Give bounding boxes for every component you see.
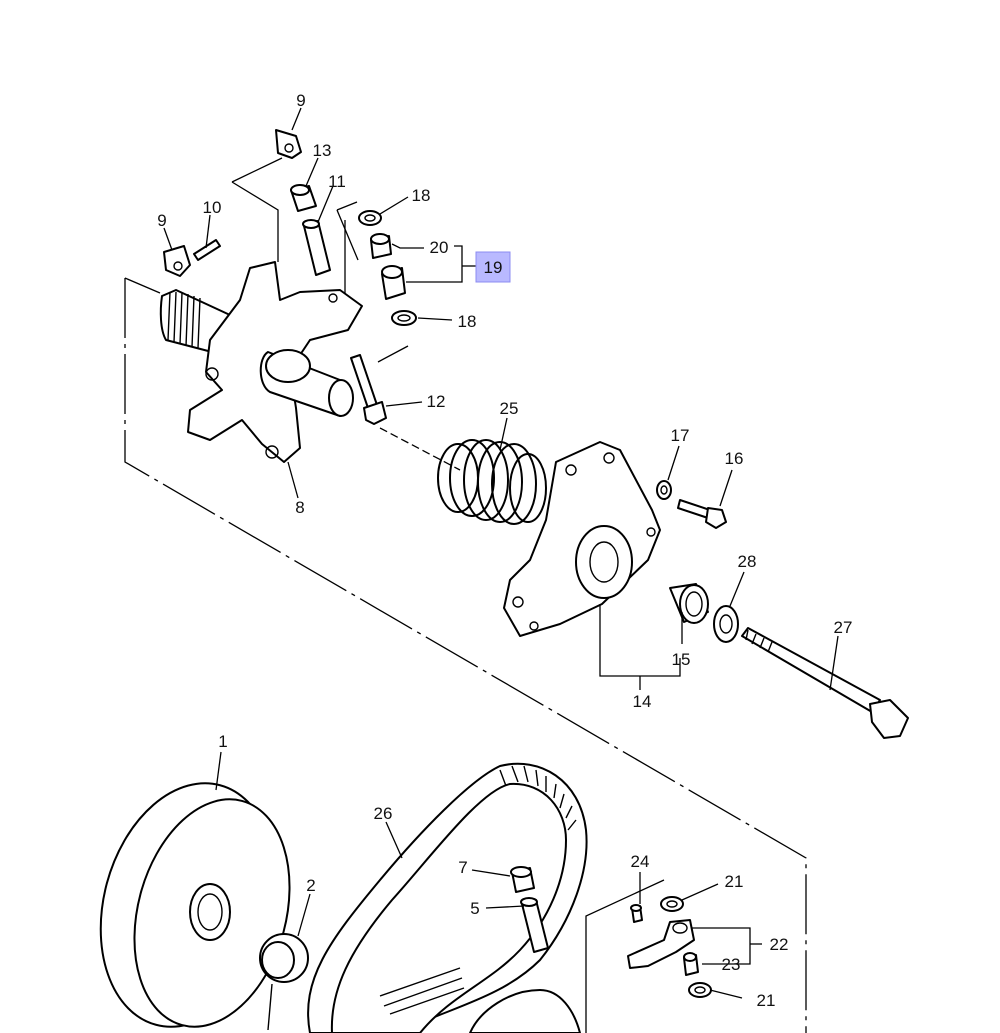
highlight-box-19: [475, 251, 511, 283]
part-18-lower-washer[interactable]: [391, 310, 417, 326]
label-17[interactable]: 17: [671, 426, 690, 445]
label-23[interactable]: 23: [722, 955, 741, 974]
label-26[interactable]: 26: [374, 804, 393, 823]
part-7-nut[interactable]: [510, 866, 535, 893]
label-19[interactable]: 19: [484, 258, 503, 277]
part-25-spring[interactable]: [437, 439, 547, 525]
label-21-top[interactable]: 21: [725, 872, 744, 891]
part-labels: 9 13 11 10 9 18 20 19 18 12 25 8 17 16 2…: [157, 91, 852, 1010]
part-17-washer[interactable]: [656, 480, 672, 500]
part-20-bushing[interactable]: [370, 233, 392, 259]
part-19-roller[interactable]: [381, 265, 406, 300]
label-13[interactable]: 13: [313, 141, 332, 160]
part-9-upper-clip[interactable]: [275, 129, 302, 159]
label-2[interactable]: 2: [306, 876, 315, 895]
part-15-collar[interactable]: [669, 583, 709, 624]
label-11[interactable]: 11: [328, 172, 346, 191]
part-24-pin[interactable]: [630, 904, 643, 923]
label-15[interactable]: 15: [672, 650, 691, 669]
part-23-bushing[interactable]: [683, 952, 699, 976]
label-27[interactable]: 27: [834, 618, 853, 637]
part-18-upper-washer[interactable]: [358, 210, 382, 226]
label-14[interactable]: 14: [633, 692, 652, 711]
label-5[interactable]: 5: [470, 899, 479, 918]
leader-lines: [163, 107, 839, 1033]
part-5-pin[interactable]: [520, 897, 549, 953]
part-12-bolt[interactable]: [350, 354, 387, 425]
label-7[interactable]: 7: [458, 858, 467, 877]
label-22[interactable]: 22: [770, 935, 789, 954]
label-25[interactable]: 25: [500, 399, 519, 418]
label-8[interactable]: 8: [295, 498, 304, 517]
label-28[interactable]: 28: [738, 552, 757, 571]
part-21-lower-washer[interactable]: [688, 982, 712, 998]
part-16-bolt[interactable]: [677, 499, 727, 529]
part-14-cover[interactable]: [503, 441, 661, 637]
label-18-bottom[interactable]: 18: [458, 312, 477, 331]
part-2-bushing[interactable]: [259, 933, 309, 1031]
label-9-left[interactable]: 9: [157, 211, 166, 230]
part-26-belt[interactable]: [307, 762, 588, 1033]
label-24[interactable]: 24: [631, 852, 650, 871]
part-22-weight-arm[interactable]: [627, 919, 695, 969]
label-18-top[interactable]: 18: [412, 186, 431, 205]
frame-lines: [124, 157, 807, 1033]
part-28-washer[interactable]: [713, 605, 739, 643]
part-9-lower-clip[interactable]: [163, 245, 191, 277]
part-10-small-pin[interactable]: [193, 239, 221, 261]
label-1[interactable]: 1: [218, 732, 227, 751]
label-20[interactable]: 20: [430, 238, 449, 257]
part-21-upper-washer[interactable]: [660, 896, 684, 912]
part-8-spider-assembly[interactable]: [159, 261, 363, 463]
label-9-top[interactable]: 9: [296, 91, 305, 110]
label-21-bottom[interactable]: 21: [757, 991, 776, 1010]
part-27-long-bolt[interactable]: [741, 627, 909, 739]
label-16[interactable]: 16: [725, 449, 744, 468]
label-10[interactable]: 10: [203, 198, 222, 217]
part-13-collar[interactable]: [290, 184, 317, 212]
label-12[interactable]: 12: [427, 392, 446, 411]
part-11-pin[interactable]: [302, 219, 331, 276]
part-1-sheave[interactable]: [75, 763, 314, 1033]
